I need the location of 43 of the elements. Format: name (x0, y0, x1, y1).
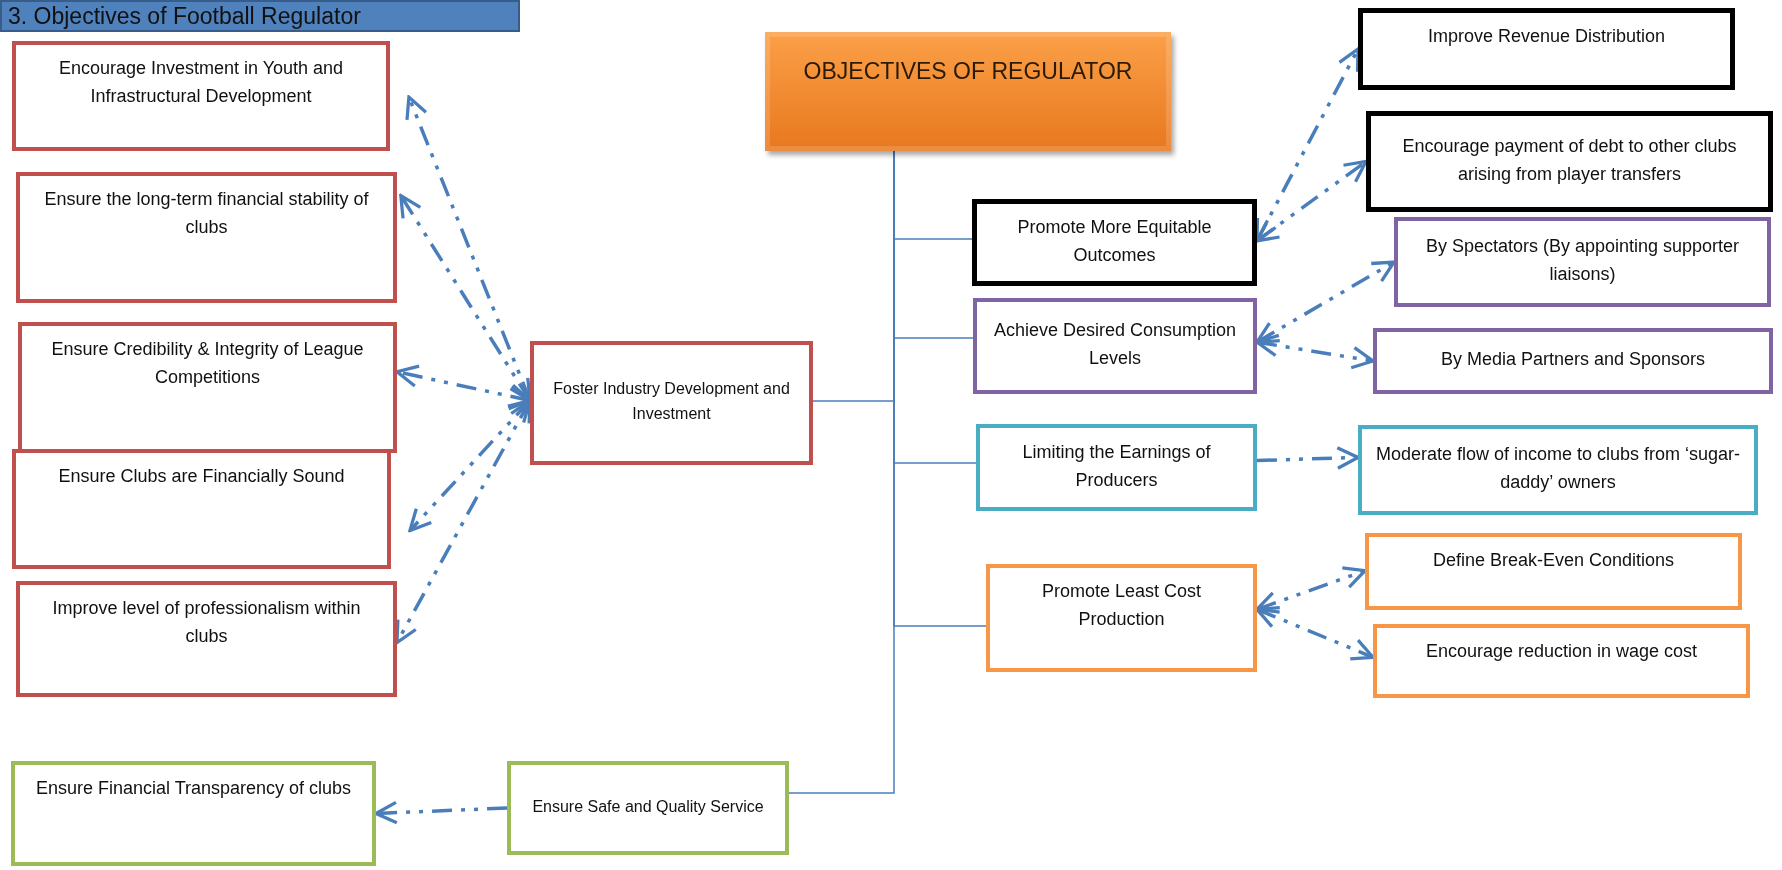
objective-text: Ensure Credibility & Integrity of League Competitions (50, 338, 365, 389)
objective-text: By Spectators (By appointing supporter liaisons) (1424, 235, 1741, 286)
objective-text: Encourage payment of debt to other clubs arising from player transfers (1401, 134, 1738, 186)
section-title-banner: 3. Objectives of Football Regulator (0, 0, 520, 32)
objective-text: Ensure Safe and Quality Service (532, 796, 764, 817)
objective-text: Limiting the Earnings of Producers (1021, 440, 1212, 492)
objective-text: Encourage Investment in Youth and Infrastructural Development (57, 57, 345, 108)
objective-box (1373, 328, 1773, 394)
objective-box (11, 761, 376, 866)
dash-dot-arrow (1256, 446, 1360, 470)
objective-text: Ensure Financial Transparency of clubs (35, 777, 352, 800)
objective-text: Define Break-Even Conditions (1432, 549, 1675, 572)
objective-text: Promote Least Cost Production (1040, 580, 1203, 631)
objective-text: Foster Industry Development and Investment (552, 379, 791, 424)
objective-box (12, 449, 391, 569)
objective-box (16, 172, 397, 303)
header-box (765, 32, 1171, 151)
objective-box (16, 581, 397, 697)
dash-dot-arrow (1255, 159, 1368, 243)
objective-text: Moderate flow of income to clubs from ‘sugar-daddy’ owners (1374, 443, 1742, 494)
objective-text: Promote More Equitable Outcomes (1016, 215, 1213, 267)
objective-box (530, 341, 813, 465)
objective-text: Improve level of professionalism within clubs (51, 597, 362, 648)
objective-box (1358, 8, 1735, 90)
objective-box (18, 322, 397, 453)
objective-text: Ensure Clubs are Financially Sound (58, 465, 345, 488)
objective-text: Achieve Desired Consumption Levels (992, 319, 1238, 370)
objective-box (1366, 111, 1773, 212)
objective-text: By Media Partners and Sponsors (1440, 348, 1706, 372)
objective-box (976, 424, 1257, 511)
objective-box (1358, 425, 1758, 515)
objective-text: Ensure the long-term financial stability of clubs (43, 188, 370, 239)
objective-text: Improve Revenue Distribution (1427, 25, 1666, 48)
objective-text: Encourage reduction in wage cost (1425, 640, 1698, 663)
objective-box (1373, 624, 1750, 698)
objective-box (1365, 533, 1742, 610)
objective-box (1394, 217, 1771, 307)
objective-box (986, 564, 1257, 672)
header-text: OBJECTIVES OF REGULATOR (803, 57, 1133, 86)
objective-box (973, 298, 1257, 394)
objective-box (12, 41, 390, 151)
objective-box (972, 199, 1257, 286)
objective-box (507, 761, 789, 855)
